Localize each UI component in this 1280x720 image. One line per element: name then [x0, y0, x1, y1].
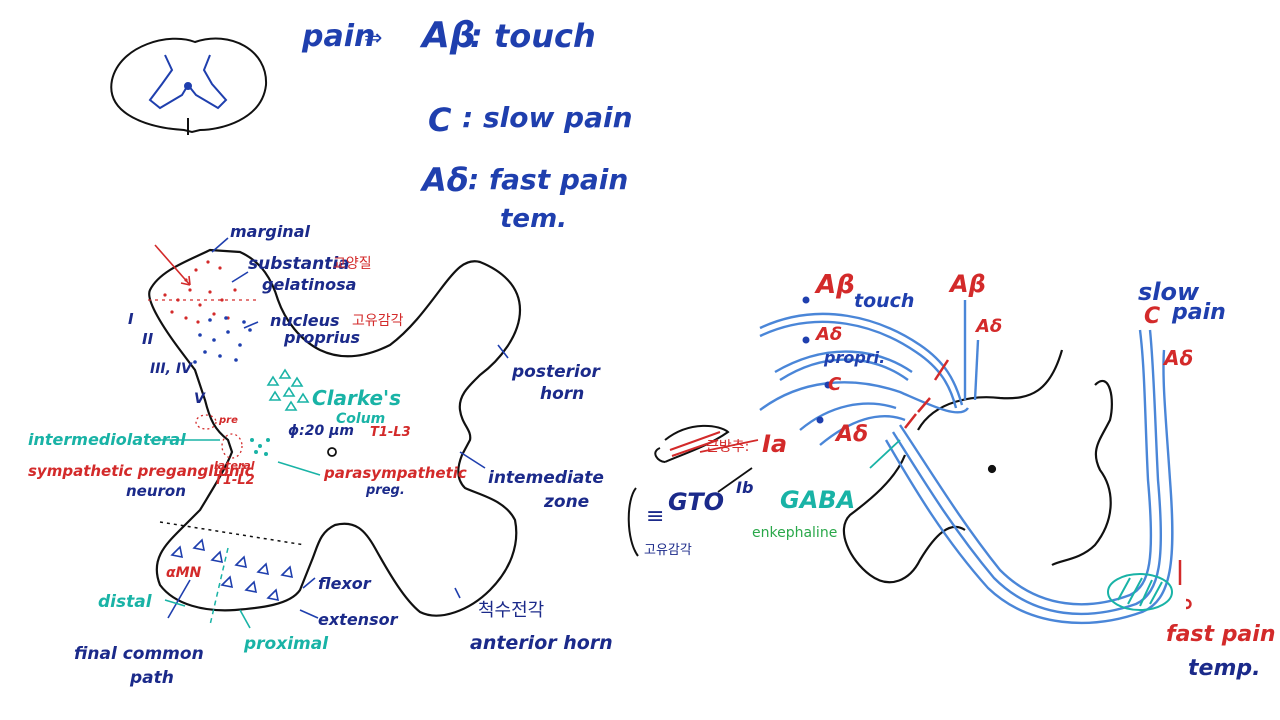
label-lamina-2: II: [142, 330, 154, 348]
label-alpha-mn: αMN: [166, 565, 202, 581]
ia-arrow: [699, 439, 759, 453]
label-distal: distal: [98, 592, 152, 612]
label-sympathetic: sympathetic preganglionic: [28, 462, 254, 480]
label-colum: Colum: [336, 411, 386, 427]
lateral-red-dots: [195, 414, 243, 459]
label-substantia: substantia: [248, 254, 350, 274]
label-lamina-34: III, IV: [150, 361, 192, 377]
label-lateral: lateral: [214, 459, 255, 472]
gaba-arrow: [869, 439, 901, 469]
legend-ab-desc: : touch: [470, 17, 596, 55]
afferent-fibers: [759, 300, 1174, 625]
legend-ad-desc2: tem.: [500, 204, 568, 234]
label-neuron: neuron: [126, 482, 186, 500]
label-anterior-horn: anterior horn: [470, 632, 613, 654]
label-anterior-kr: 척수전각: [478, 600, 545, 621]
label-horn: horn: [540, 384, 585, 404]
label-spindle-kr: 근방추:: [706, 439, 750, 455]
label-ad-in: Aδ: [816, 324, 843, 345]
label-final-common: final common: [74, 644, 204, 664]
synapse-marks: [904, 359, 1192, 610]
label-slow: slow: [1138, 278, 1200, 306]
label-clarkes: Clarke's: [312, 386, 402, 410]
clarkes-column-marks: [266, 368, 310, 411]
label-proximal: proximal: [244, 634, 329, 654]
label-ib: Ib: [736, 478, 754, 497]
label-fast-pain: fast pain: [1166, 622, 1276, 647]
label-gto-kr: 고유감각: [644, 543, 692, 558]
label-extensor: extensor: [318, 610, 398, 629]
label-lamina-5: V: [194, 391, 205, 407]
label-posterior: posterior: [512, 362, 600, 382]
intermediolateral-dots: [250, 438, 270, 456]
legend-pain: pain: [302, 19, 376, 54]
label-parasympathetic: parasympathetic: [324, 464, 467, 482]
label-equiv: ≡: [646, 504, 665, 529]
label-flexor: flexor: [318, 574, 371, 593]
gto-bracket: [627, 487, 639, 557]
label-diameter: ϕ:20 μm: [288, 423, 354, 439]
label-slow-pain: pain: [1172, 300, 1226, 325]
fiber-terminals: [802, 296, 832, 424]
alpha-mn-marks: [170, 538, 294, 602]
label-propri: propri.: [824, 348, 886, 367]
central-canal: [327, 447, 337, 457]
label-enkephaline: enkephaline: [752, 525, 838, 541]
nucleus-proprius-dots: [193, 316, 252, 364]
label-t1l2: T1-L2: [214, 473, 255, 488]
label-ia: Ia: [762, 430, 788, 458]
label-proprius: proprius: [284, 328, 361, 347]
label-marginal: marginal: [230, 222, 310, 241]
legend-c-desc: : slow pain: [462, 101, 633, 134]
legend-arrow: ⇒: [364, 26, 383, 51]
label-nucleus-kr: 고유감각: [352, 313, 404, 329]
mini-cord-icon: [110, 37, 268, 135]
label-c-in: C: [828, 374, 842, 395]
label-ad-out: Aδ: [976, 316, 1003, 337]
label-temp: temp.: [1188, 656, 1261, 681]
label-gaba: GABA: [780, 486, 856, 514]
label-ad-fast: Aδ: [1164, 346, 1194, 370]
label-ab-touch: Aβ: [816, 270, 855, 300]
label-ad-lower: Aδ: [836, 422, 869, 447]
muscle-spindle-icon: [654, 424, 730, 463]
label-gelatinosa: gelatinosa: [262, 275, 357, 294]
legend-c: C: [428, 101, 452, 139]
label-intermediolateral: intermediolateral: [28, 430, 186, 449]
label-zone: zone: [544, 492, 590, 512]
substantia-dots: [163, 260, 237, 324]
ib-arrow: [717, 467, 753, 493]
left-pointer-arrows: [150, 237, 509, 629]
right-grey-matter: [842, 349, 1113, 584]
label-t1l3: T1-L3: [370, 425, 411, 440]
label-substantia-kr: 교양질: [333, 256, 372, 272]
distal-divider: [209, 547, 229, 626]
label-touch: touch: [854, 290, 915, 312]
label-preg: preg.: [366, 483, 405, 498]
label-ab-out: Aβ: [950, 270, 986, 298]
legend-ad-desc: : fast pain: [468, 163, 629, 196]
label-intermediate: intemediate: [488, 468, 604, 488]
legend-ab: Aβ: [422, 15, 476, 56]
grey-matter-outline: [148, 248, 522, 617]
label-c-slow: C: [1144, 304, 1161, 329]
synapse-hatch: [1107, 573, 1173, 611]
label-lamina-1: I: [128, 310, 134, 328]
legend-ad: Aδ: [422, 161, 469, 199]
label-path: path: [130, 668, 174, 688]
label-pre: pre: [219, 415, 238, 426]
label-nucleus: nucleus: [270, 311, 340, 330]
label-gto: GTO: [668, 488, 725, 516]
